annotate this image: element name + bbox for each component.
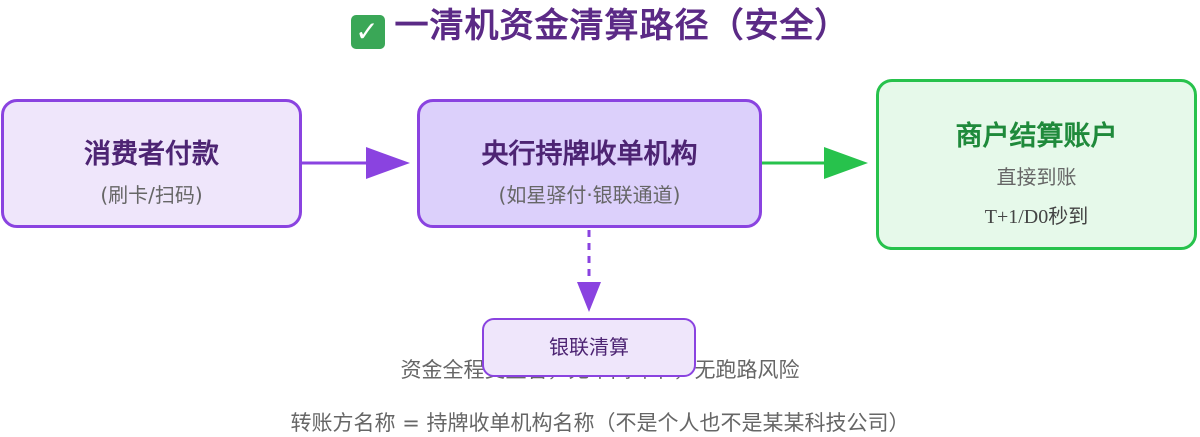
unionpay-label: 银联清算: [549, 335, 629, 359]
unionpay-node: 银联清算: [482, 318, 696, 377]
arrow-acquirer-to-unionpay: [577, 230, 601, 312]
acquirer-label: 央行持牌收单机构: [481, 139, 698, 170]
acquirer-node: 央行持牌收单机构 (如星驿付·银联通道): [417, 99, 762, 228]
merchant-sub: 直接到账: [996, 165, 1077, 189]
merchant-sub2: T+1/D0秒到: [984, 206, 1089, 228]
arrow-payer-to-acquirer: [302, 147, 410, 179]
note-line-2: 转账方名称 = 持牌收单机构名称（不是个人也不是某某科技公司）: [290, 411, 910, 435]
payer-label: 消费者付款: [84, 139, 219, 170]
payer-node: 消费者付款 (刷卡/扫码): [1, 99, 302, 228]
merchant-node: 商户结算账户 直接到账 T+1/D0秒到: [876, 79, 1197, 250]
acquirer-sub: (如星驿付·银联通道): [498, 183, 681, 207]
merchant-label: 商户结算账户: [955, 121, 1118, 152]
check-mark-icon: ✓: [350, 15, 385, 49]
arrow-acquirer-to-merchant: [762, 147, 868, 179]
payer-sub: (刷卡/扫码): [100, 183, 203, 207]
diagram-title-text: 一清机资金清算路径（安全）: [394, 6, 850, 46]
diagram-title: ✓ 一清机资金清算路径（安全）: [0, 2, 1200, 50]
